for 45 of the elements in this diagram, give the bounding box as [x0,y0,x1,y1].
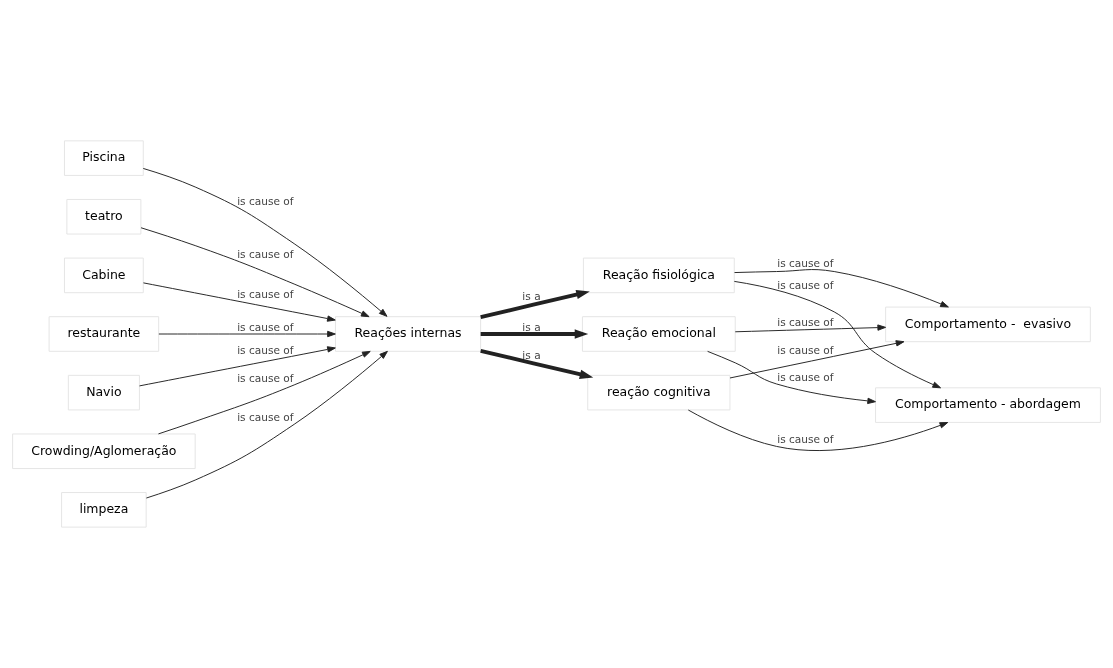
edge-label: is cause of [237,411,294,424]
node-box: reação cognitiva [587,374,731,411]
node-box: Reação fisiológica [582,257,735,294]
node-box: Piscina [64,140,144,176]
edge-label: is cause of [777,343,834,356]
arrow [139,346,336,387]
arrow [158,330,336,338]
edge-label: is cause of [777,278,834,291]
node-box: Comportamento - abordagem [875,387,1101,423]
arrow [480,349,594,379]
edge-label: is cause of [777,433,834,446]
edge-label: is cause of [777,370,834,383]
arrow [142,282,336,322]
arrow [480,329,589,339]
arrow [707,350,876,405]
node-box: Reações internas [335,316,482,352]
arrow [145,350,388,499]
arrow [729,340,905,379]
node-box: Reação emocional [581,316,736,352]
arrow [734,324,887,333]
arrow [140,227,370,318]
node-box: Crowding/Aglomeração [12,433,196,470]
edge-label: is a [522,290,541,303]
arrow [480,289,590,319]
edge-label: is cause of [777,316,834,329]
node-box: Comportamento - evasivo [885,306,1091,343]
arrow [157,350,371,435]
arrow [142,168,388,317]
arrow [734,269,949,308]
edge-label: is cause of [777,256,834,269]
node-box: Navio [67,374,140,411]
edge-label: is cause of [237,371,294,384]
node-box: Cabine [64,257,144,294]
node-box: restaurante [48,316,160,352]
edge-label: is cause of [237,288,294,301]
edge-label: is cause of [237,195,294,208]
edge-label: is a [522,320,541,333]
node-box: limpeza [61,492,147,528]
edge-label: is a [522,348,541,361]
arrow [687,409,949,452]
edge-label: is cause of [237,247,294,260]
edge-label: is cause of [237,320,294,333]
edge-label: is cause of [237,343,294,356]
arrow [733,280,942,389]
node-box: teatro [66,199,142,235]
